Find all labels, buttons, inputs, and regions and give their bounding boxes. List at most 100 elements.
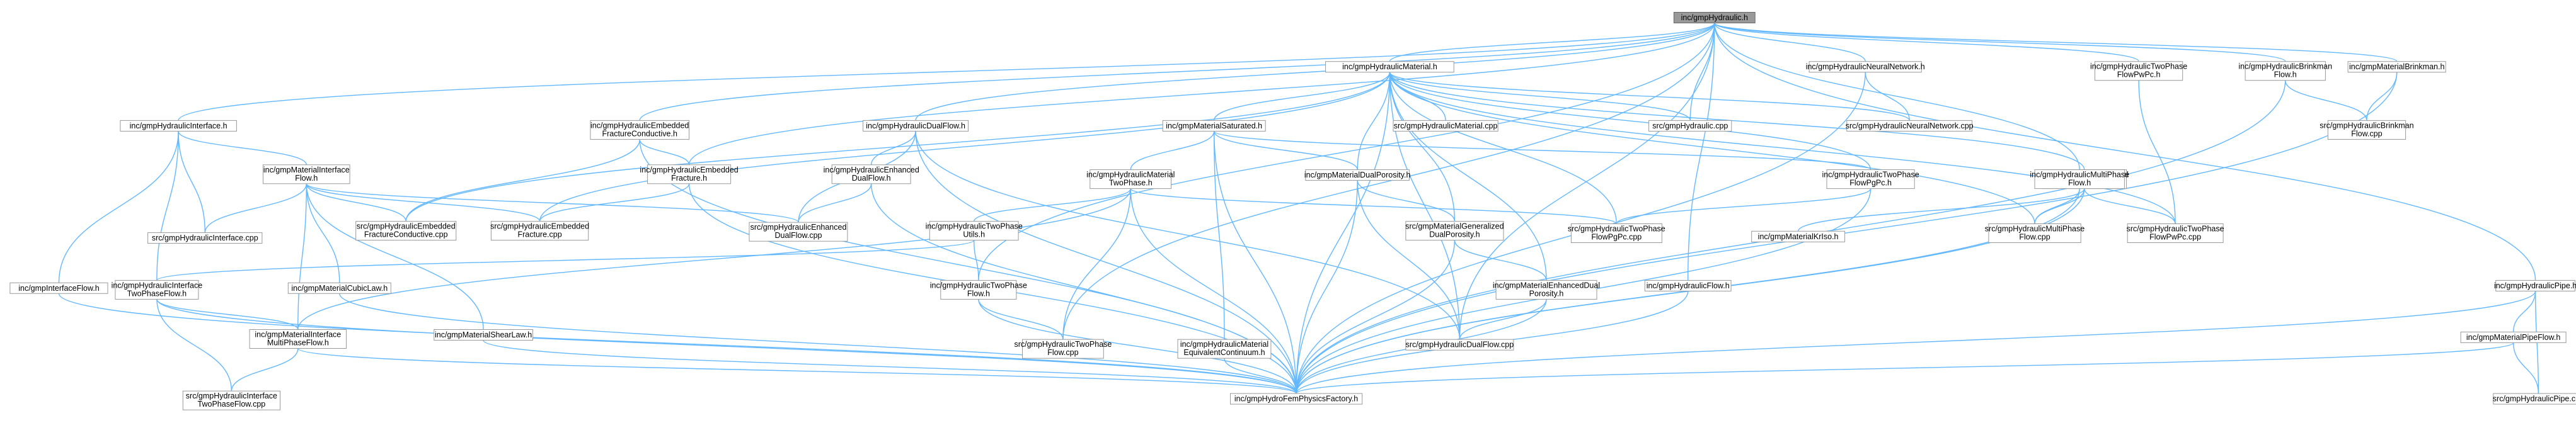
dependency-edge (1296, 180, 1358, 394)
file-node[interactable]: inc/gmpMaterialCubicLaw.h (287, 282, 391, 294)
node-box (120, 120, 237, 132)
node-label: FlowPwPc.h (2117, 70, 2161, 79)
file-node[interactable]: inc/gmpHydraulicMaterialEquivalentContin… (1177, 339, 1272, 359)
node-label: inc/gmpHydraulicFlow.h (1647, 281, 1730, 290)
dependency-edge (1616, 188, 1872, 224)
node-label: DualPorosity.h (1429, 230, 1480, 239)
dependency-edge (2512, 342, 2539, 394)
dependency-edge (639, 139, 690, 165)
node-box (1644, 279, 1732, 291)
file-node[interactable]: src/gmpHydraulicPipe.cpp (2493, 393, 2576, 405)
node-box (863, 120, 969, 132)
dependency-edge (1389, 72, 1547, 281)
node-label: TwoPhase.h (1109, 179, 1153, 188)
file-node[interactable]: src/gmpHydraulicDualFlow.cpp (1405, 339, 1514, 351)
file-node[interactable]: inc/gmpHydraulicInterface.h (120, 120, 237, 132)
file-node[interactable]: inc/gmpHydraulicNeuralNetwork.h (1806, 61, 1925, 73)
node-box (647, 164, 732, 184)
dependency-edge (306, 183, 799, 223)
dependency-edge (156, 299, 233, 392)
file-node[interactable]: inc/gmpHydraulicPipe.h (2494, 279, 2576, 291)
dependency-edge (2084, 188, 2176, 224)
node-label: inc/gmpMaterialPipeFlow.h (2466, 333, 2560, 342)
dependency-edge (58, 293, 1297, 394)
dependency-edge (178, 23, 1715, 121)
file-node[interactable]: inc/gmpHydraulicDualFlow.h (863, 120, 969, 132)
file-node[interactable]: inc/gmpMaterialKrIso.h (1751, 230, 1846, 242)
dependency-edge (306, 183, 406, 222)
dependency-edge (156, 299, 299, 330)
node-label: Flow.cpp (2019, 233, 2050, 242)
dependency-edge (1389, 72, 1691, 121)
dependency-edge (1389, 72, 2035, 224)
dependency-edge (1214, 131, 1297, 394)
dependency-edge (639, 23, 1715, 121)
dependency-edge (1714, 23, 2536, 281)
file-node[interactable]: src/gmpHydraulicInterfaceTwoPhaseFlow.cp… (182, 390, 281, 410)
file-node[interactable]: inc/gmpHydraulicEmbeddedFractureConducti… (590, 120, 690, 140)
file-node[interactable]: inc/gmpInterfaceFlow.h (9, 282, 108, 294)
file-node[interactable]: src/gmpHydraulicInterface.cpp (147, 232, 263, 244)
file-node[interactable]: inc/gmpHydraulicMaterial.h (1325, 61, 1454, 73)
node-box (1808, 61, 1922, 73)
dependency-edge (1062, 23, 1715, 340)
node-label: src/gmpHydraulicEmbedded (490, 222, 589, 231)
dependency-edge (1459, 23, 1715, 340)
node-label: inc/gmpHydraulic.h (1681, 13, 1748, 22)
file-node[interactable]: inc/gmpMaterialPipeFlow.h (2460, 331, 2567, 343)
node-label: src/gmpHydraulicInterface.cpp (152, 234, 258, 242)
dependency-edge (1296, 72, 2398, 394)
dependency-edge (974, 240, 979, 281)
node-label: FlowPgPc.cpp (1591, 233, 1642, 242)
file-node[interactable]: inc/gmpMaterialDualPorosity.h (1304, 169, 1411, 181)
dependency-edge (1454, 240, 1547, 281)
node-label: Flow.h (2068, 179, 2091, 188)
file-node[interactable]: inc/gmpHydraulicFlow.h (1644, 279, 1732, 291)
file-node[interactable]: src/gmpHydraulic.cpp (1648, 120, 1732, 132)
node-box (2034, 169, 2125, 189)
dependency-edge (1688, 23, 1715, 281)
file-node[interactable]: inc/gmpMaterialShearLaw.h (434, 329, 533, 341)
dependency-edge (978, 299, 1297, 394)
node-label: inc/gmpHydraulicEmbedded (640, 166, 738, 174)
node-label: src/gmpHydraulicEnhanced (750, 223, 847, 232)
file-node[interactable]: src/gmpHydraulicMaterial.cpp (1393, 120, 1498, 132)
node-label: DualFlow.cpp (774, 231, 822, 240)
node-box (1648, 120, 1732, 132)
dependency-edge (1130, 188, 1297, 394)
file-node[interactable]: inc/gmpHydraulic.h (1673, 12, 1756, 23)
dependency-edge (297, 347, 1297, 394)
dependency-edge (1714, 23, 1866, 62)
file-node[interactable]: src/gmpHydraulicEmbeddedFractureConducti… (355, 221, 457, 241)
file-node[interactable]: inc/gmpHydroFemPhysicsFactory.h (1230, 393, 1363, 405)
file-node[interactable]: src/gmpHydraulicNeuralNetwork.cpp (1846, 120, 1974, 132)
dependency-edge (539, 72, 1391, 222)
file-node[interactable]: inc/gmpMaterialBrinkman.h (2347, 61, 2446, 73)
dependency-edge (978, 299, 1064, 340)
file-node[interactable]: inc/gmpMaterialSaturated.h (1162, 120, 1266, 132)
dependency-edge (871, 131, 916, 165)
node-label: inc/gmpHydraulicMaterial.h (1342, 62, 1437, 71)
node-label: inc/gmpHydraulicInterface (112, 281, 203, 290)
